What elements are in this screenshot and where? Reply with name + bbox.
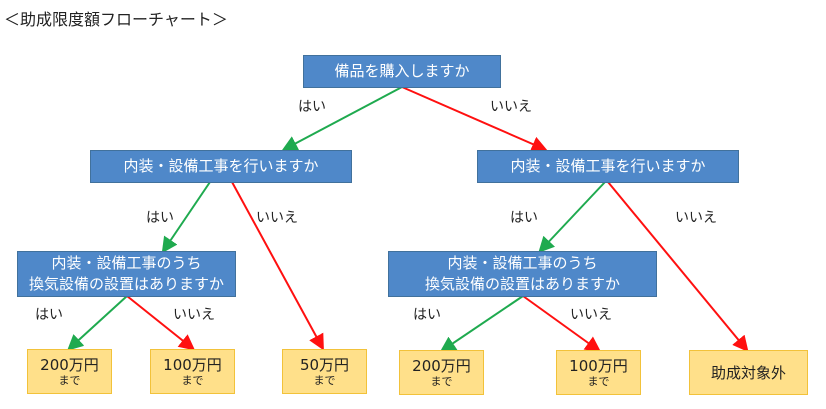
label-yes: はい — [146, 210, 174, 226]
label-yes: はい — [35, 307, 63, 323]
result-suffix: まで — [313, 373, 336, 387]
result-suffix: まで — [181, 373, 204, 387]
result-amount: 助成対象外 — [710, 363, 786, 382]
label-yes: はい — [298, 99, 326, 115]
label-no: いいえ — [256, 210, 298, 226]
label-no: いいえ — [490, 99, 532, 115]
page-title: ＜助成限度額フローチャート＞ — [4, 10, 228, 29]
question-line: 内装・設備工事のうち — [51, 254, 202, 272]
result-amount: 100万円 — [569, 356, 628, 375]
result-leaf: 200万円 まで — [399, 350, 484, 395]
arrow-yes-q2-right — [538, 181, 606, 253]
arrow-yes-q3-left — [67, 295, 128, 351]
question-renovation-left: 内装・設備工事を行いますか — [90, 150, 352, 183]
label-no: いいえ — [173, 307, 215, 323]
arrow-no-q2-right — [607, 181, 749, 353]
arrow-yes-q2-left — [161, 181, 211, 254]
result-leaf: 200万円 まで — [27, 349, 112, 394]
result-leaf: 50万円 まで — [282, 349, 367, 394]
question-line: 内装・設備工事のうち — [447, 254, 598, 272]
result-amount: 200万円 — [40, 355, 99, 374]
question-ventilation-right: 内装・設備工事のうち 換気設備の設置はありますか — [388, 251, 657, 297]
question-ventilation-left: 内装・設備工事のうち 換気設備の設置はありますか — [17, 251, 236, 297]
arrow-no-q3-right — [522, 295, 602, 353]
arrow-no-q2-left — [231, 181, 324, 351]
result-leaf-not-eligible: 助成対象外 — [689, 350, 808, 395]
arrow-no-q3-left — [126, 295, 196, 351]
result-suffix: まで — [430, 374, 453, 388]
label-yes: はい — [510, 210, 538, 226]
result-leaf: 100万円 まで — [150, 349, 235, 394]
question-line: 換気設備の設置はありますか — [424, 275, 620, 293]
result-amount: 200万円 — [412, 356, 471, 375]
arrow-yes-q1 — [281, 86, 403, 151]
result-suffix: まで — [587, 374, 610, 388]
arrow-no-q1 — [401, 86, 548, 152]
result-suffix: まで — [58, 373, 81, 387]
label-no: いいえ — [675, 210, 717, 226]
result-amount: 100万円 — [163, 355, 222, 374]
question-renovation-right: 内装・設備工事を行いますか — [477, 150, 739, 183]
question-buy-equipment: 備品を購入しますか — [303, 55, 501, 88]
arrow-yes-q3-right — [439, 295, 524, 353]
result-leaf: 100万円 まで — [556, 350, 641, 395]
label-yes: はい — [413, 307, 441, 323]
label-no: いいえ — [570, 307, 612, 323]
result-amount: 50万円 — [299, 355, 350, 374]
question-line: 換気設備の設置はありますか — [28, 275, 224, 293]
